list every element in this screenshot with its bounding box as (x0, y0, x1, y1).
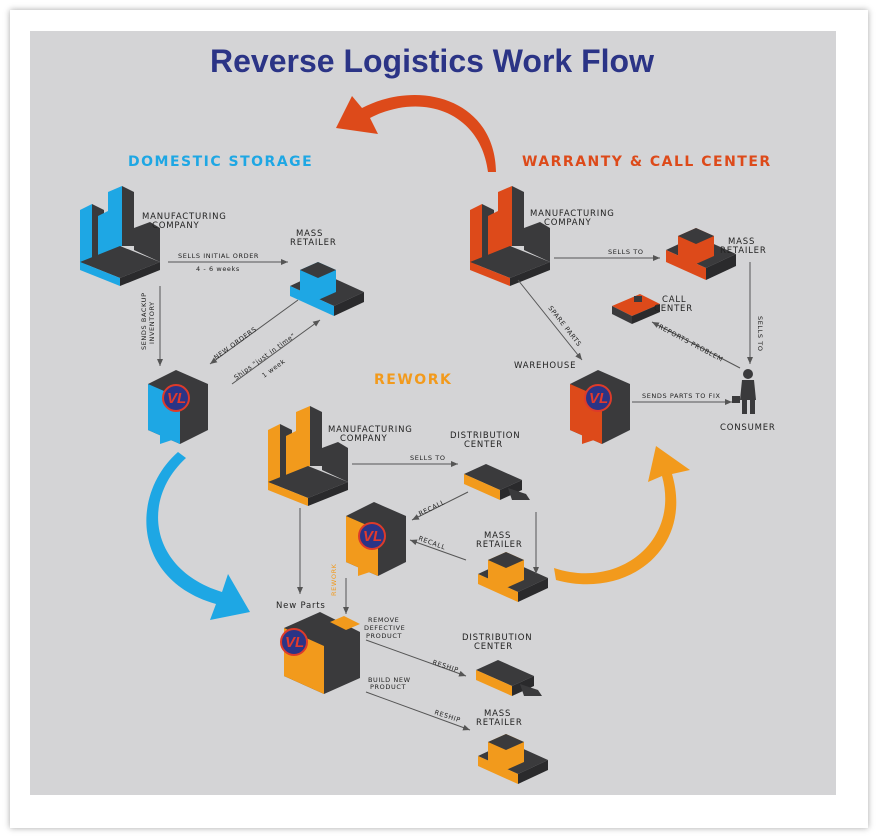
mass-retailer-warranty (666, 228, 736, 280)
page-title: Reverse Logistics Work Flow (210, 43, 654, 79)
label-defective: DEFECTIVE (364, 624, 405, 632)
label-manufacturing-rework: MANUFACTURING (328, 425, 413, 435)
label-consumer: Consumer (720, 423, 776, 433)
label-distribution-2: DISTRIBUTION (462, 633, 532, 643)
call-center-desk (612, 294, 660, 324)
warehouse-warranty (570, 370, 630, 444)
distribution-center-1 (464, 464, 530, 500)
warehouse-rework (346, 502, 406, 576)
mass-retailer-rework-2 (478, 734, 548, 784)
orange-cycle-arrow (554, 446, 690, 585)
label-build-new: BUILD NEW (368, 676, 411, 684)
label-mass-rework-2: MASS (484, 709, 511, 719)
label-sells-to-rework: Sells to (410, 454, 446, 462)
label-company-warranty: COMPANY (544, 218, 592, 228)
distribution-center-2 (476, 660, 542, 696)
label-retailer-domestic: RETAILER (290, 238, 337, 248)
label-sells-to-vertical: Sells to (756, 316, 764, 352)
rework-factory-station (280, 612, 360, 694)
label-center: CENTER (654, 304, 693, 314)
label-mass-domestic: MASS (296, 229, 323, 239)
label-retailer-warranty: RETAILER (720, 246, 767, 256)
label-retailer-rework: RETAILER (476, 540, 523, 550)
label-new-parts: New Parts (276, 601, 326, 611)
label-retailer-rework-2: RETAILER (476, 718, 523, 728)
label-weeks: 4 - 6 weeks (196, 265, 240, 273)
label-warehouse: Warehouse (514, 361, 576, 371)
label-mass-warranty: MASS (728, 237, 755, 247)
label-sells-to-warranty: Sells to (608, 248, 644, 256)
label-sends-parts: Sends parts to fix (642, 392, 721, 400)
label-manufacturing-company-domestic: MANUFACTURING (142, 212, 227, 222)
mass-retailer-rework (478, 552, 548, 602)
section-domestic-storage: DOMESTIC STORAGE (128, 154, 313, 170)
blue-cycle-arrow (146, 452, 250, 620)
label-sends-backup: SENDS BACKUP (140, 292, 148, 350)
label-spare-parts: Spare parts (546, 304, 583, 348)
label-reship-1: Reship (431, 658, 459, 674)
section-rework: REWORK (374, 372, 452, 388)
label-recall-2: Recall (417, 534, 446, 551)
label-new-orders: NEW ORDERS (212, 325, 258, 361)
factory-domestic (80, 186, 160, 286)
label-company-rework: COMPANY (340, 434, 388, 444)
mass-retailer-domestic (290, 262, 364, 316)
label-remove: REMOVE (368, 616, 399, 624)
label-center-2: CENTER (474, 642, 513, 652)
warehouse-domestic (148, 370, 208, 444)
label-rework-vertical: REWORK (330, 563, 338, 596)
section-warranty-call-center: WARRANTY & CALL CENTER (522, 154, 772, 170)
label-inventory: INVENTORY (148, 301, 156, 344)
label-product-2: PRODUCT (370, 683, 406, 691)
label-center-1: CENTER (464, 440, 503, 450)
label-distribution-1: DISTRIBUTION (450, 431, 520, 441)
factory-rework (268, 406, 348, 506)
label-manufacturing-warranty: MANUFACTURING (530, 209, 615, 219)
label-mass-rework: MASS (484, 531, 511, 541)
label-recall-1: Recall (417, 498, 446, 518)
factory-warranty (470, 186, 550, 286)
label-company-domestic: COMPANY (152, 221, 200, 231)
label-product-1: PRODUCT (366, 632, 402, 640)
consumer-figure (732, 369, 756, 414)
red-cycle-arrow (336, 94, 496, 172)
label-call: CALL (662, 295, 686, 305)
label-sells-initial-order: SELLS INITIAL ORDER (178, 252, 259, 260)
label-reports-problem: Reports problem (657, 323, 725, 364)
